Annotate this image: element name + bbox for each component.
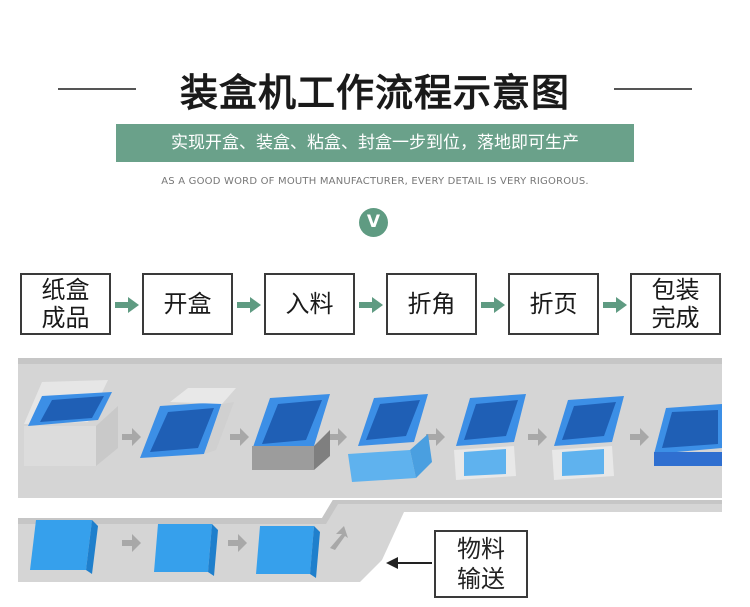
step-box-fold-corner: 折角 [386, 273, 477, 335]
carton-stage-2 [140, 388, 236, 458]
v-badge-icon: V [359, 208, 388, 237]
title-divider-left [58, 88, 136, 90]
carton-stage-7-finished [654, 404, 722, 466]
feature-banner: 实现开盒、装盒、粘盒、封盒一步到位，落地即可生产 [116, 124, 634, 162]
step-label-line1: 折角 [407, 290, 456, 318]
carton-stage-6 [552, 396, 624, 480]
step-label-line1: 入料 [285, 290, 334, 318]
title-row: 装盒机工作流程示意图 [0, 62, 750, 115]
step-label-line1: 折页 [529, 290, 578, 318]
flow-arrow-icon [603, 297, 627, 313]
carton-stage-4 [348, 394, 432, 482]
step-box-fold-flap: 折页 [508, 273, 599, 335]
carton-stage-5 [454, 394, 526, 480]
flow-arrow-icon [115, 297, 139, 313]
carton-stage-3 [252, 394, 330, 470]
page-title: 装盒机工作流程示意图 [179, 71, 570, 115]
flow-arrow-icon [481, 297, 505, 313]
title-divider-right [614, 88, 692, 90]
material-label-line2: 输送 [457, 565, 505, 593]
step-label-line1: 开盒 [163, 290, 212, 318]
material-block-2 [154, 524, 218, 576]
subtitle-text: AS A GOOD WORD OF MOUTH MANUFACTURER, EV… [161, 176, 589, 187]
gray-arrows-upper [122, 428, 649, 446]
material-feed-label-box: 物料 输送 [434, 530, 528, 598]
material-block-3 [256, 526, 320, 578]
step-box-feed-material: 入料 [264, 273, 355, 335]
step-label-line1: 包装 [651, 276, 700, 304]
gray-arrows-lower [122, 526, 348, 552]
flow-arrow-icon [237, 297, 261, 313]
step-label-line1: 纸盒 [41, 276, 90, 304]
flow-arrow-icon [359, 297, 383, 313]
carton-stage-1 [24, 380, 118, 466]
step-box-packing-complete: 包装 完成 [630, 273, 721, 335]
step-label-line2: 成品 [41, 304, 90, 332]
material-block-1 [30, 520, 98, 574]
conveyor-diagram [18, 358, 722, 582]
step-box-open-carton: 开盒 [142, 273, 233, 335]
step-box-finished-carton: 纸盒 成品 [20, 273, 111, 335]
pointer-arrow-icon [386, 557, 432, 569]
step-label-line2: 完成 [651, 304, 700, 332]
material-label-line1: 物料 [457, 535, 505, 563]
